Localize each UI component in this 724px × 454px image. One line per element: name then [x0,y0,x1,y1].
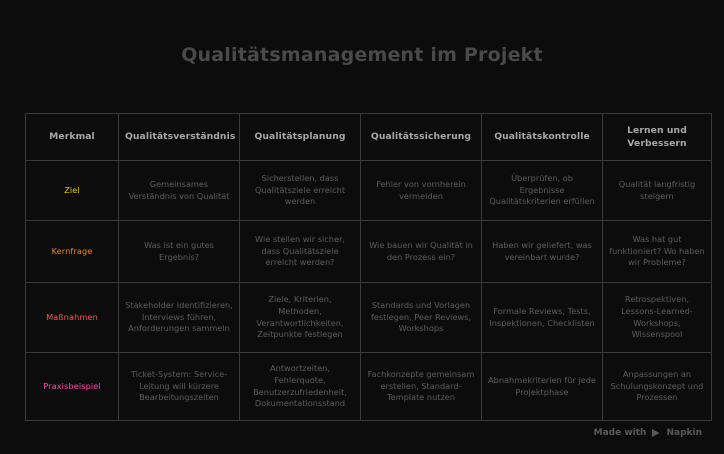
row-label-kernfrage: Kernfrage [25,220,119,283]
table-row: Maßnahmen Stakeholder identifizieren, In… [25,282,712,353]
column-header-qualitaetsplanung: Qualitätsplanung [239,113,361,161]
cell-praxisbeispiel-qualitaetsverstaendnis: Ticket-System: Service-Leitung will kürz… [118,352,240,421]
page-title: Qualitätsmanagement im Projekt [181,44,543,66]
row-label-ziel: Ziel [25,160,119,221]
napkin-brand-label: Napkin [666,428,702,438]
table-body: Ziel Gemeinsames Verständnis von Qualitä… [25,160,712,421]
row-label-massnahmen: Maßnahmen [25,282,119,353]
column-header-qualitaetsverstaendnis: Qualitätsverständnis [118,113,240,161]
cell-massnahmen-lernen-und-verbessern: Retrospektiven, Lessons-Learned-Workshop… [602,282,712,353]
cell-praxisbeispiel-lernen-und-verbessern: Anpassungen an Schulungskonzept und Proz… [602,352,712,421]
cell-massnahmen-qualitaetssicherung: Standards und Vorlagen festlegen, Peer R… [360,282,482,353]
table-row: Ziel Gemeinsames Verständnis von Qualitä… [25,160,712,221]
table-row: Kernfrage Was ist ein gutes Ergebnis? Wi… [25,220,712,283]
cell-massnahmen-qualitaetsverstaendnis: Stakeholder identifizieren, Interviews f… [118,282,240,353]
column-header-qualitaetskontrolle: Qualitätskontrolle [481,113,603,161]
cell-ziel-lernen-und-verbessern: Qualität langfristig steigern [602,160,712,221]
cell-kernfrage-qualitaetskontrolle: Haben wir geliefert, was vereinbart wurd… [481,220,603,283]
made-with-label: Made with [593,428,647,438]
cell-ziel-qualitaetsverstaendnis: Gemeinsames Verständnis von Qualität [118,160,240,221]
cell-praxisbeispiel-qualitaetskontrolle: Abnahmekriterien für jede Projektphase [481,352,603,421]
made-with-napkin-badge[interactable]: Made with Napkin [594,428,702,438]
table-header-row: Merkmal Qualitätsverständnis Qualitätspl… [25,113,712,161]
cell-kernfrage-qualitaetssicherung: Wie bauen wir Qualität in den Prozess ei… [360,220,482,283]
napkin-logo-icon [651,428,661,438]
cell-kernfrage-qualitaetsverstaendnis: Was ist ein gutes Ergebnis? [118,220,240,283]
column-header-lernen-und-verbessern: Lernen und Verbessern [602,113,712,161]
cell-massnahmen-qualitaetskontrolle: Formale Reviews, Tests, Inspektionen, Ch… [481,282,603,353]
cell-ziel-qualitaetssicherung: Fehler von vornherein vermeiden [360,160,482,221]
column-header-merkmal: Merkmal [25,113,119,161]
cell-praxisbeispiel-qualitaetsplanung: Antwortzeiten, Fehlerquote, Benutzerzufr… [239,352,361,421]
cell-ziel-qualitaetsplanung: Sicherstellen, dass Qualitätsziele errei… [239,160,361,221]
quality-management-matrix: Merkmal Qualitätsverständnis Qualitätspl… [25,113,712,421]
row-label-praxisbeispiel: Praxisbeispiel [25,352,119,421]
cell-kernfrage-lernen-und-verbessern: Was hat gut funktioniert? Wo haben wir P… [602,220,712,283]
table-row: Praxisbeispiel Ticket-System: Service-Le… [25,352,712,421]
cell-massnahmen-qualitaetsplanung: Ziele, Kriterien, Methoden, Verantwortli… [239,282,361,353]
cell-praxisbeispiel-qualitaetssicherung: Fachkonzepte gemeinsam erstellen, Standa… [360,352,482,421]
table-header: Merkmal Qualitätsverständnis Qualitätspl… [25,113,712,161]
column-header-qualitaetssicherung: Qualitätssicherung [360,113,482,161]
cell-kernfrage-qualitaetsplanung: Wie stellen wir sicher, dass Qualitätszi… [239,220,361,283]
cell-ziel-qualitaetskontrolle: Überprüfen, ob Ergebnisse Qualitätskrite… [481,160,603,221]
